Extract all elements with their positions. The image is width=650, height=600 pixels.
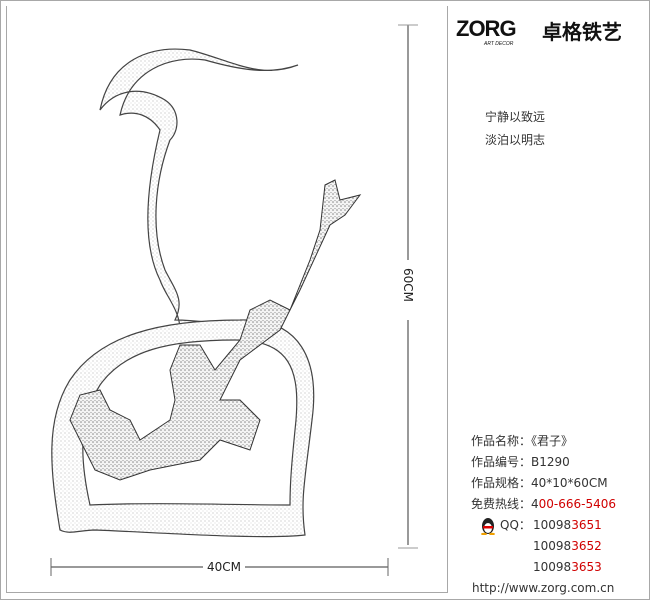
info-hotline: 免费热线：400-666-5406 — [471, 497, 616, 512]
height-label: 60CM — [401, 267, 415, 302]
info-code: 作品编号：B1290 — [471, 455, 570, 470]
info-spec: 作品规格：40*10*60CM — [471, 476, 608, 491]
qq-penguin-icon — [481, 518, 495, 535]
brand-logo: ZORG ART DECOR 卓格铁艺 — [456, 16, 641, 50]
qq-label: QQ： — [500, 518, 531, 532]
logo-text: ZORG — [456, 16, 517, 41]
hotline-prefix: 4 — [531, 497, 539, 511]
qq-number-2: 100983652 — [533, 539, 602, 553]
name-label: 作品名称： — [471, 434, 532, 448]
code-value: B1290 — [531, 455, 570, 469]
code-label: 作品编号： — [471, 455, 532, 469]
name-value: 《君子》 — [531, 434, 574, 448]
qq-number-3: 100983653 — [533, 560, 602, 574]
orchid-branch — [69, 179, 362, 481]
logo-sub: ART DECOR — [484, 41, 514, 47]
spec-value: 40*10*60CM — [531, 476, 608, 490]
qq-number-1: 100983651 — [533, 518, 602, 532]
hotline-label: 免费热线： — [471, 497, 532, 511]
drawing-frame — [6, 6, 448, 593]
spec-label: 作品规格： — [471, 476, 532, 490]
website-link[interactable]: http://www.zorg.com.cn — [472, 581, 615, 595]
info-name: 作品名称：《君子》 — [471, 434, 573, 449]
motto-line-2: 淡泊以明志 — [485, 133, 546, 147]
height-dimension-line — [398, 24, 418, 549]
width-label: 40CM — [203, 560, 246, 574]
hotline-value: 00-666-5406 — [538, 497, 617, 511]
brand-name: 卓格铁艺 — [542, 20, 622, 44]
swan-neck — [99, 48, 299, 334]
motto-line-1: 宁静以致远 — [485, 110, 546, 124]
